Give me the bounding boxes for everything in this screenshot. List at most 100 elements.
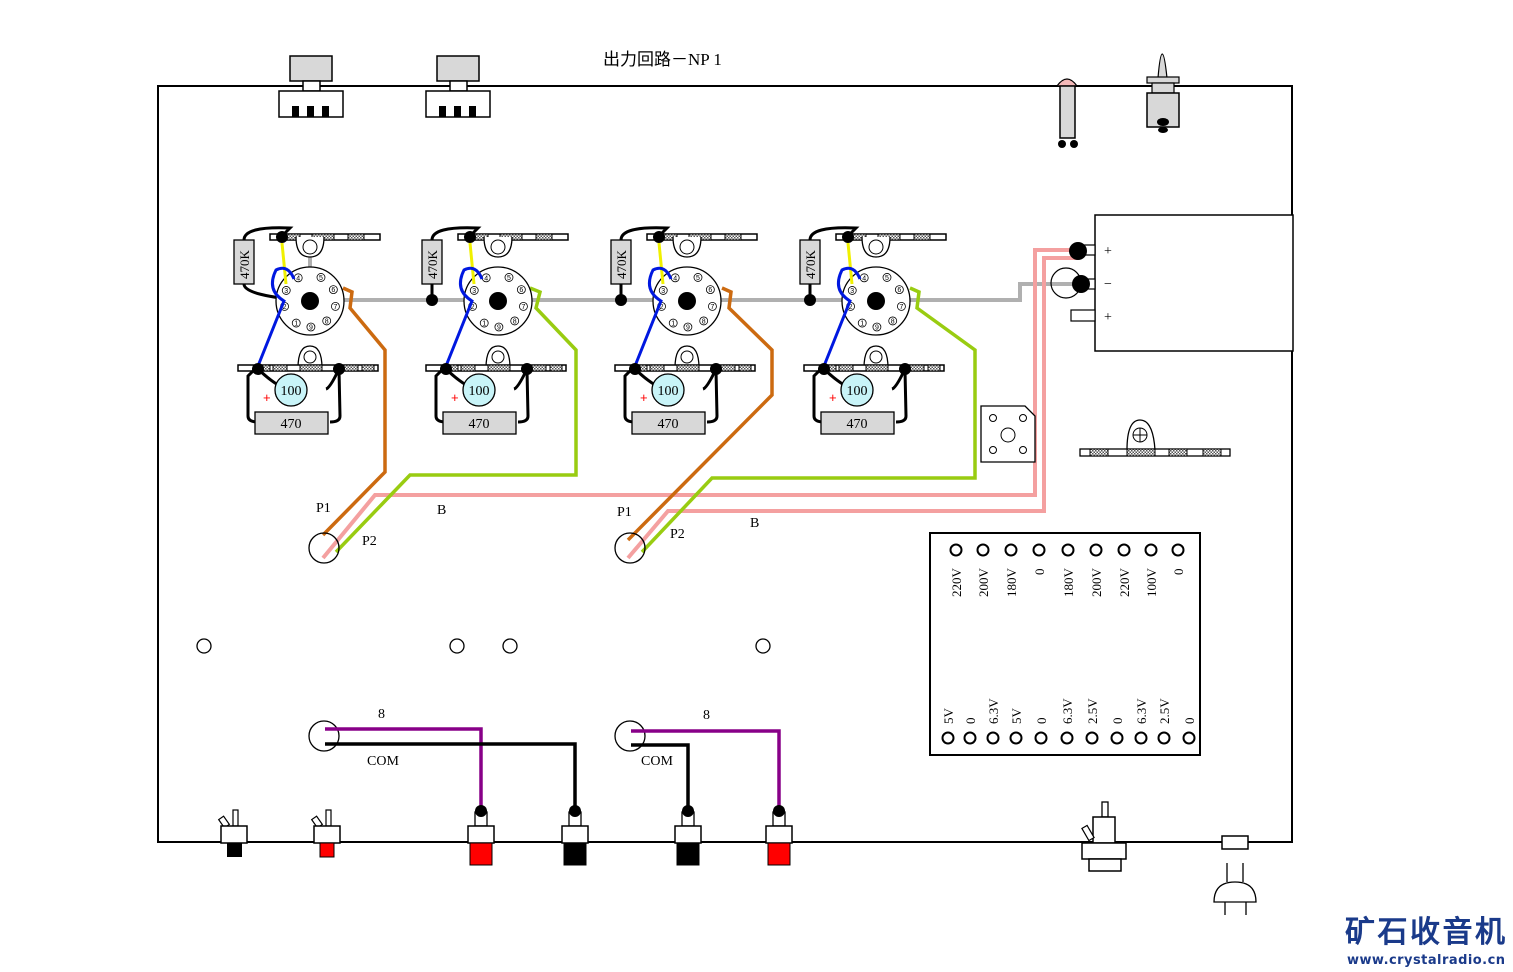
pin-number: 1 bbox=[860, 321, 864, 328]
pt-terminal-bottom bbox=[1009, 731, 1023, 745]
b-label: B bbox=[750, 516, 759, 531]
pt-terminal-bottom-label: 0 bbox=[963, 718, 978, 725]
output-transformer-1: P1 P2 B bbox=[308, 501, 446, 564]
pt-terminal-top bbox=[1004, 543, 1018, 557]
p2-wire-2 bbox=[640, 286, 977, 554]
pt-terminal-bottom-label: 6.3V bbox=[986, 698, 1001, 724]
site-logo: 矿石收音机 www.crystalradio.cn bbox=[1345, 915, 1505, 968]
pt-terminal-bottom-label: 5V bbox=[1009, 708, 1024, 725]
b-plus-wire-2 bbox=[626, 256, 1078, 560]
p1-label: P1 bbox=[617, 505, 632, 520]
cathode-resistor bbox=[631, 411, 706, 435]
grid-resistor-label: 470K bbox=[803, 250, 818, 280]
toggle-switch-1 bbox=[217, 809, 248, 857]
input-jack-2 bbox=[425, 55, 491, 118]
pin-number: 5 bbox=[507, 275, 511, 282]
polarity-plus-mark: + bbox=[451, 390, 459, 405]
pin-number: 2 bbox=[849, 304, 853, 311]
pin-number: 3 bbox=[284, 288, 288, 295]
pt-terminal-bottom-label: 5V bbox=[941, 708, 956, 725]
tap-8-label: 8 bbox=[703, 708, 710, 723]
fuse-holder-icon bbox=[1146, 53, 1180, 133]
pin-number: 2 bbox=[471, 304, 475, 311]
chassis-outline bbox=[157, 85, 1293, 843]
grid-wire bbox=[633, 266, 673, 367]
com-wire bbox=[325, 742, 577, 808]
pin-number: 1 bbox=[482, 321, 486, 328]
grid-link-wire bbox=[468, 242, 476, 285]
grid-resistor-label: 470K bbox=[614, 250, 629, 280]
tap-8-wire bbox=[325, 727, 483, 808]
pt-terminal-bottom-label: 6.3V bbox=[1060, 698, 1075, 724]
power-switch-icon bbox=[1081, 801, 1127, 872]
filter-capacitor: + − + bbox=[1050, 214, 1294, 352]
cathode-resistor bbox=[820, 411, 895, 435]
pt-terminal-bottom bbox=[1034, 731, 1048, 745]
speaker-wiring-2: 8 COM bbox=[614, 708, 781, 808]
pin-number: 8 bbox=[702, 318, 706, 325]
pin-number: 5 bbox=[696, 275, 700, 282]
pin-number: 9 bbox=[686, 324, 690, 331]
com-label: COM bbox=[641, 754, 673, 769]
grid-wire bbox=[444, 266, 484, 367]
grid-resistor-label: 470K bbox=[237, 250, 252, 280]
speaker-wiring-1: 8 COM bbox=[308, 707, 577, 808]
pin-number: 6 bbox=[519, 287, 523, 294]
pt-terminal-bottom bbox=[1060, 731, 1074, 745]
grid-link-wire bbox=[657, 242, 665, 285]
pin-number: 3 bbox=[850, 288, 854, 295]
tap-8-wire bbox=[631, 729, 781, 808]
p1-wire-1 bbox=[321, 286, 387, 537]
pin-number: 6 bbox=[331, 287, 335, 294]
binding-post-3 bbox=[674, 805, 702, 866]
binding-post-1 bbox=[467, 805, 495, 866]
pt-terminal-bottom-label: 0 bbox=[1110, 718, 1125, 725]
pin-number: 2 bbox=[660, 304, 664, 311]
pt-terminal-top-label: 220V bbox=[1117, 568, 1132, 598]
pin-number: 5 bbox=[885, 275, 889, 282]
pt-terminal-top-label: 180V bbox=[1061, 568, 1076, 598]
b-plus-wire-1 bbox=[321, 248, 1078, 560]
cap-terminal-minus: − bbox=[1104, 277, 1112, 292]
pin-number: 8 bbox=[891, 318, 895, 325]
cathode-resistor bbox=[442, 411, 517, 435]
pt-terminal-bottom bbox=[1134, 731, 1148, 745]
polarity-plus-mark: + bbox=[263, 390, 271, 405]
pt-terminal-bottom bbox=[963, 731, 977, 745]
pin-number: 4 bbox=[484, 275, 488, 282]
pt-terminal-bottom bbox=[1157, 731, 1171, 745]
cathode-resistor-label: 470 bbox=[281, 417, 302, 432]
polarity-plus-mark: + bbox=[640, 390, 648, 405]
opt-primary-hole bbox=[308, 532, 340, 564]
mounting-holes bbox=[196, 638, 771, 654]
binding-post-4 bbox=[765, 805, 793, 866]
diagram-title: 出力回路－NP 1 bbox=[603, 50, 722, 69]
pt-terminal-top bbox=[1117, 543, 1131, 557]
p2-wire-1 bbox=[334, 286, 578, 554]
pin-number: 8 bbox=[325, 318, 329, 325]
com-label: COM bbox=[367, 754, 399, 769]
grid-link-wire bbox=[280, 242, 288, 285]
pin-number: 1 bbox=[294, 321, 298, 328]
cathode-capacitor-label: 100 bbox=[658, 384, 679, 399]
speaker-terminals bbox=[467, 805, 793, 866]
cap-terminal-plus-1: + bbox=[1104, 244, 1112, 259]
pin-number: 7 bbox=[710, 304, 714, 311]
toggle-switch-2 bbox=[310, 809, 341, 858]
pt-terminal-bottom-label: 6.3V bbox=[1134, 698, 1149, 724]
pin-number: 9 bbox=[309, 324, 313, 331]
cathode-capacitor bbox=[651, 373, 685, 407]
power-plug-icon bbox=[1213, 835, 1257, 915]
pt-terminal-bottom bbox=[941, 731, 955, 745]
pt-terminal-bottom bbox=[1182, 731, 1196, 745]
cathode-capacitor bbox=[462, 373, 496, 407]
grid-wire bbox=[256, 266, 296, 367]
cap-terminal-plus-2: + bbox=[1104, 310, 1112, 325]
pt-terminal-top bbox=[1144, 543, 1158, 557]
cathode-resistor bbox=[254, 411, 329, 435]
output-transformer-2: P1 P2 B bbox=[614, 505, 759, 564]
